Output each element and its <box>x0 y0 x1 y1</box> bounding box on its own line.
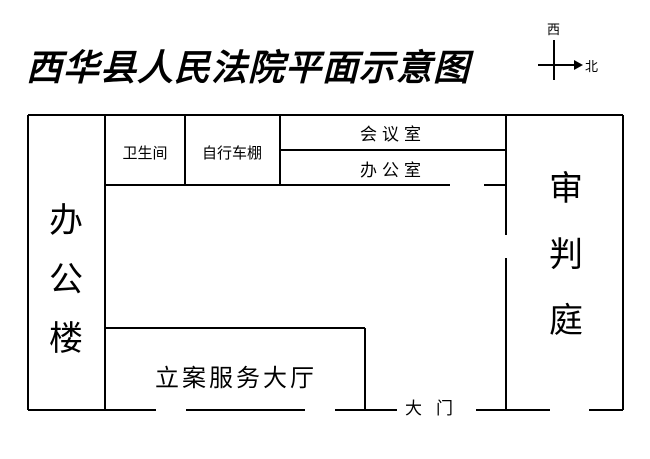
bike-shed-label: 自行车棚 <box>202 144 262 162</box>
office-building-label-2: 公 <box>49 260 83 300</box>
compass-west-label: 西 <box>547 23 560 38</box>
compass: 西 北 <box>538 23 598 80</box>
diagram-title: 西华县人民法院平面示意图 <box>26 47 474 89</box>
office-label: 办公室 <box>360 161 426 181</box>
main-gate-label: 大门 <box>405 399 467 419</box>
meeting-room-label: 会议室 <box>360 125 426 145</box>
courtroom-label-2: 判 <box>549 235 583 275</box>
compass-north-arrow-icon <box>574 60 583 70</box>
walls <box>27 114 624 411</box>
restroom-label: 卫生间 <box>122 144 167 162</box>
compass-north-label: 北 <box>585 60 598 75</box>
service-hall-label: 立案服务大厅 <box>155 364 317 392</box>
office-building-label-1: 办 <box>49 201 83 241</box>
office-building: 办 公 楼 <box>49 201 83 359</box>
courtroom: 审 判 庭 <box>549 169 583 341</box>
courtroom-label-3: 庭 <box>549 301 583 341</box>
courtroom-label-1: 审 <box>549 169 583 209</box>
office-building-label-3: 楼 <box>49 319 83 359</box>
